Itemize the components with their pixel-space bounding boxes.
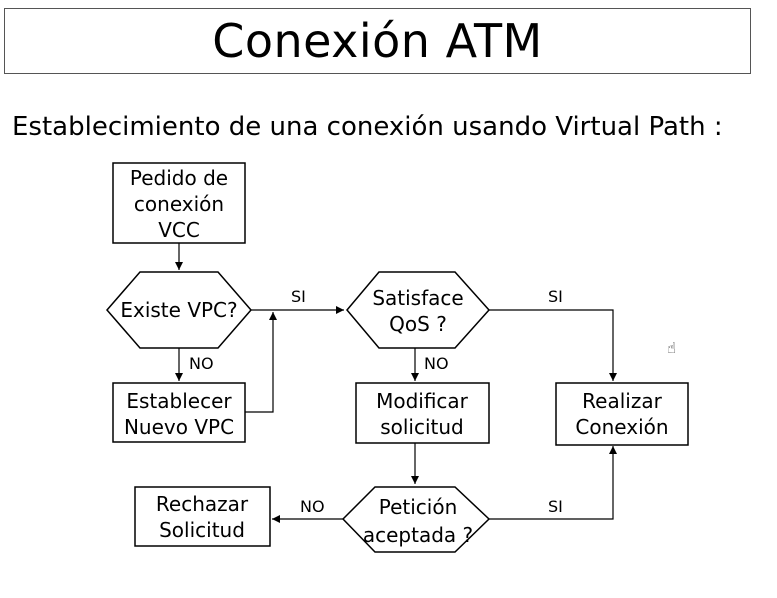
node-existe-vpc: Existe VPC? (106, 271, 252, 349)
node-pedido: Pedido de conexión VCC (112, 162, 246, 244)
node-establecer-line-1: Establecer (126, 389, 232, 413)
node-realizar-line-1: Realizar (582, 389, 662, 413)
node-existe-vpc-line-1: Existe VPC? (120, 298, 237, 322)
edge-establecer-loop-back (245, 312, 277, 413)
node-realizar: Realizar Conexión (555, 382, 689, 446)
node-satisface: Satisface QoS ? (346, 271, 491, 349)
edge-peticion-to-realizar (489, 446, 617, 520)
node-satisface-line-2: QoS ? (389, 312, 447, 336)
node-pedido-line-3: VCC (158, 218, 200, 242)
edge-label-existe-vpc-no: NO (189, 354, 214, 373)
node-satisface-line-1: Satisface (372, 286, 463, 310)
node-peticion-line-2: aceptada ? (363, 523, 473, 547)
node-pedido-line-2: conexión (134, 192, 224, 216)
title-box: Conexión ATM (4, 8, 751, 74)
edges: NO SI NO SI NO SI (175, 243, 617, 523)
node-establecer: Establecer Nuevo VPC (112, 382, 246, 443)
node-rechazar-line-1: Rechazar (156, 492, 249, 516)
node-rechazar: Rechazar Solicitud (134, 486, 271, 547)
node-peticion-line-1: Petición (379, 495, 458, 519)
edge-label-peticion-si: SI (548, 497, 563, 516)
node-modificar: Modificar solicitud (355, 382, 490, 444)
node-rechazar-line-2: Solicitud (159, 518, 245, 542)
node-modificar-line-2: solicitud (380, 415, 464, 439)
edge-label-peticion-no: NO (300, 497, 325, 516)
node-peticion: Petición aceptada ? (341, 486, 491, 553)
node-modificar-line-1: Modificar (376, 389, 469, 413)
subtitle: Establecimiento de una conexión usando V… (12, 112, 723, 142)
node-pedido-line-1: Pedido de (130, 166, 228, 190)
edge-label-satisface-no: NO (424, 354, 449, 373)
edge-label-satisface-si: SI (548, 287, 563, 306)
edge-satisface-to-realizar (489, 309, 617, 381)
edge-label-existe-vpc-si: SI (291, 287, 306, 306)
node-realizar-line-2: Conexión (575, 415, 668, 439)
hand-cursor-icon: ☝ (667, 339, 677, 357)
node-establecer-line-2: Nuevo VPC (124, 415, 234, 439)
page-title: Conexión ATM (212, 14, 543, 68)
